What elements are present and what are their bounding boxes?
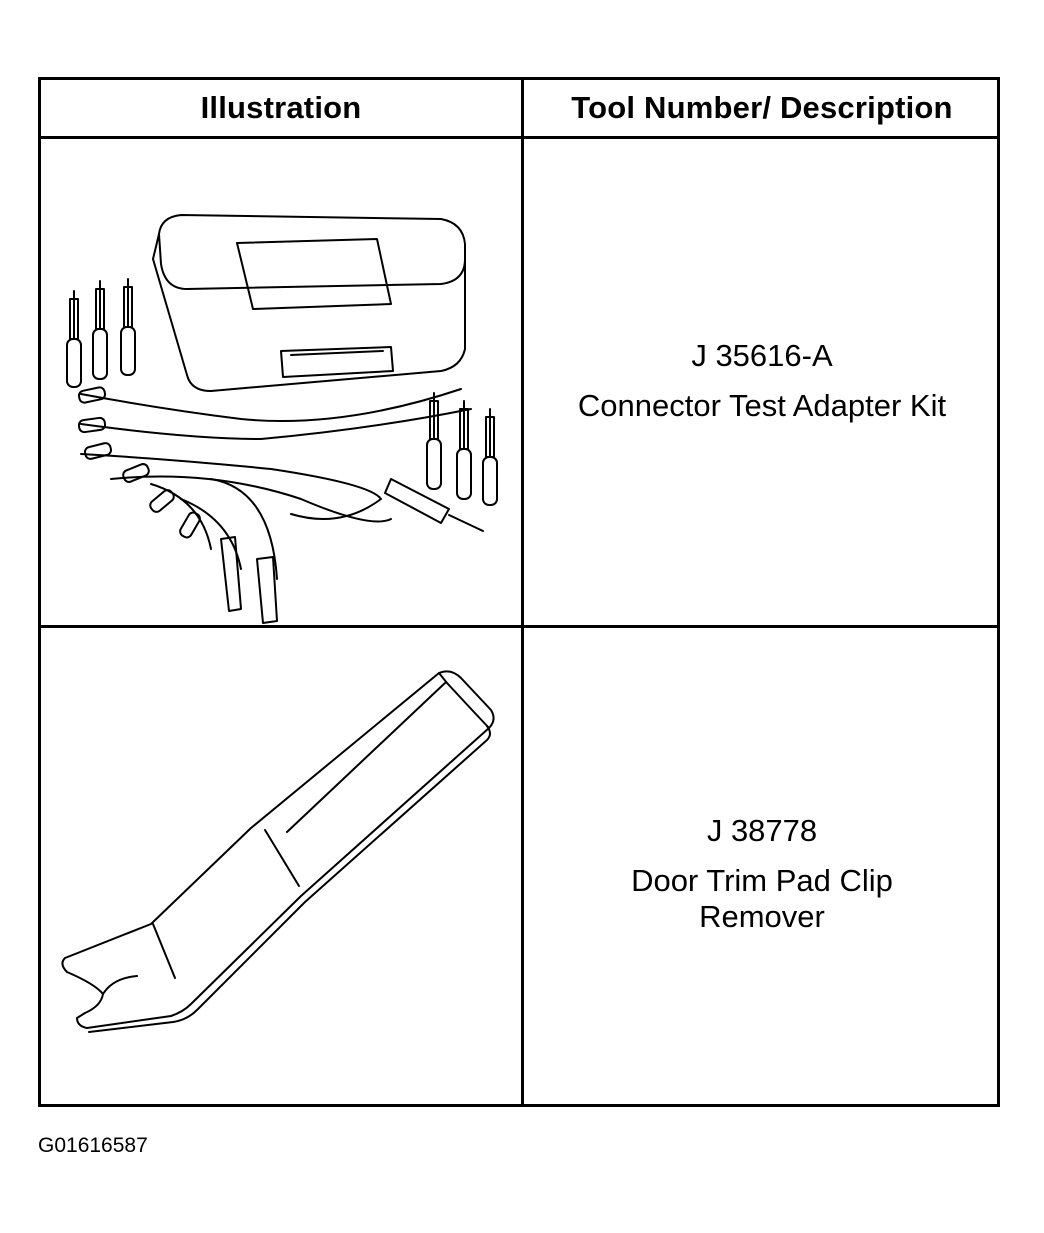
row-divider <box>41 625 997 628</box>
tool-table: Illustration Tool Number/ Description <box>38 77 1000 1107</box>
column-divider <box>521 80 524 1104</box>
header-divider <box>41 136 997 139</box>
door-trim-pad-clip-remover-icon <box>41 628 521 1107</box>
header-tool-number-description: Tool Number/ Description <box>571 90 953 125</box>
header-illustration: Illustration <box>200 90 362 125</box>
tool-description-1: J 35616-A Connector Test Adapter Kit <box>524 338 1000 424</box>
tool-description-2: J 38778 Door Trim Pad Clip Remover <box>524 813 1000 935</box>
tool-number: J 38778 <box>706 813 818 848</box>
tool-description: Connector Test Adapter Kit <box>577 388 947 423</box>
tool-number: J 35616-A <box>691 338 833 373</box>
tool-description: Door Trim Pad Clip Remover <box>631 863 893 934</box>
connector-test-adapter-kit-icon <box>41 139 521 625</box>
figure-code: G01616587 <box>38 1134 148 1157</box>
